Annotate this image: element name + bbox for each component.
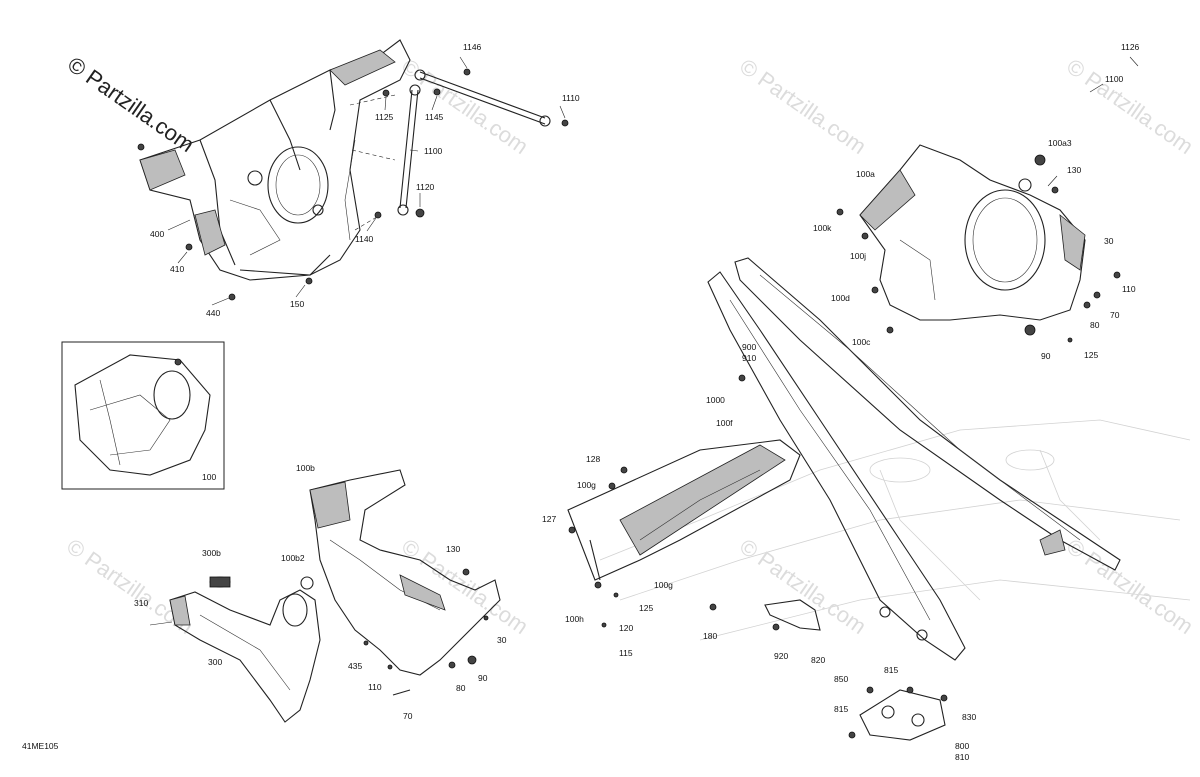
callout-100k: 100k — [813, 223, 832, 233]
callout-127: 127 — [542, 514, 556, 524]
callout-110: 110 — [1122, 284, 1136, 294]
callout-150: 150 — [290, 299, 304, 309]
callout-1110: 1110 — [562, 93, 580, 103]
callout-125: 125 — [639, 603, 653, 613]
callout-100: 100 — [202, 472, 216, 482]
callout-70: 70 — [403, 711, 413, 721]
callout-100j: 100j — [850, 251, 866, 261]
watermark-main: © Partzilla.com — [63, 52, 199, 158]
watermark-faded: © Partzilla.com — [1062, 54, 1198, 160]
watermark-faded: © Partzilla.com — [735, 54, 871, 160]
callout-100d: 100d — [831, 293, 850, 303]
background-vehicle-outline — [599, 419, 1191, 641]
frame-part-100b — [300, 469, 501, 696]
callout-1100: 1100 — [424, 146, 443, 156]
callout-1125: 1125 — [375, 112, 394, 122]
callout-100b2: 100b2 — [281, 553, 305, 563]
callout-120: 120 — [619, 623, 633, 633]
callout-850: 850 — [834, 674, 848, 684]
callout-125: 125 — [1084, 350, 1098, 360]
callout-1120: 1120 — [416, 182, 435, 192]
leader-lines — [167, 56, 1139, 306]
callout-110: 110 — [368, 682, 382, 692]
callout-100c: 100c — [852, 337, 871, 347]
callout-800: 800 — [955, 741, 969, 751]
callout-410: 410 — [170, 264, 184, 274]
callout-30: 30 — [1104, 236, 1114, 246]
callout-130: 130 — [1067, 165, 1081, 175]
callout-830: 830 — [962, 712, 976, 722]
callout-100h: 100h — [565, 614, 584, 624]
callout-130: 130 — [446, 544, 460, 554]
callout-920: 920 — [774, 651, 788, 661]
callout-100f: 100f — [716, 418, 733, 428]
callout-300b: 300b — [202, 548, 221, 558]
bracket-820 — [764, 599, 821, 631]
callout-90: 90 — [478, 673, 488, 683]
rear-frame-assembly — [836, 144, 1121, 343]
front-frame-assembly — [139, 39, 411, 281]
callout-400: 400 — [150, 229, 164, 239]
callout-440: 440 — [206, 308, 220, 318]
frame-part-300 — [149, 576, 321, 723]
callout-815: 815 — [834, 704, 848, 714]
callout-1140: 1140 — [355, 234, 374, 244]
watermark-group: © Partzilla.com © Partzilla.com © Partzi… — [62, 52, 1198, 640]
long-beam-900 — [707, 257, 1121, 661]
callout-910: 910 — [742, 353, 756, 363]
callout-70: 70 — [1110, 310, 1120, 320]
callout-180: 180 — [703, 631, 717, 641]
frame-bolts — [137, 143, 313, 301]
callout-100g: 100g — [654, 580, 673, 590]
callout-820: 820 — [811, 655, 825, 665]
callout-100a: 100a — [856, 169, 875, 179]
callout-815: 815 — [884, 665, 898, 675]
callout-128: 128 — [586, 454, 600, 464]
skid-plate-100f — [567, 439, 801, 628]
callout-100a3: 100a3 — [1048, 138, 1072, 148]
callout-310: 310 — [134, 598, 148, 608]
callout-900: 900 — [742, 342, 756, 352]
diagram-code: 41ME105 — [22, 741, 59, 751]
callout-30: 30 — [497, 635, 507, 645]
callout-810: 810 — [955, 752, 969, 762]
callout-80: 80 — [1090, 320, 1100, 330]
callout-1000: 1000 — [706, 395, 725, 405]
callout-1126: 1126 — [1121, 42, 1140, 52]
callout-115: 115 — [619, 648, 633, 658]
callout-80: 80 — [456, 683, 466, 693]
bracket-800 — [848, 686, 948, 741]
callout-435: 435 — [348, 661, 362, 671]
callout-1100: 1100 — [1105, 74, 1124, 84]
callout-1145: 1145 — [425, 112, 444, 122]
inset-box-100 — [61, 341, 225, 490]
watermark-faded: © Partzilla.com — [1062, 534, 1198, 640]
callout-labels: 1126 1146 1100 1110 1125 1145 1100 1120 … — [22, 42, 1140, 762]
callout-90: 90 — [1041, 351, 1051, 361]
callout-300: 300 — [208, 657, 222, 667]
tie-rods — [374, 68, 569, 219]
watermark-faded: © Partzilla.com — [735, 534, 871, 640]
callout-100b: 100b — [296, 463, 315, 473]
callout-1146: 1146 — [463, 42, 482, 52]
callout-100g: 100g — [577, 480, 596, 490]
